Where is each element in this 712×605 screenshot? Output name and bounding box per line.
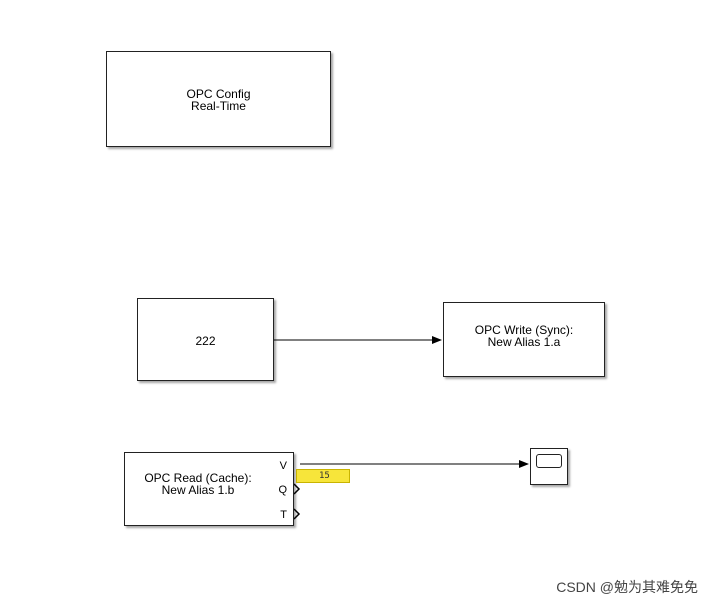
port-v-label: V xyxy=(279,460,287,472)
scope-block[interactable] xyxy=(530,448,568,485)
watermark: CSDN @勉为其难免免 xyxy=(556,579,698,595)
opc-write-block[interactable]: OPC Write (Sync):New Alias 1.a xyxy=(443,302,605,377)
signal-value-display: 15 xyxy=(296,469,350,483)
constant-value: 222 xyxy=(195,334,216,348)
scope-icon xyxy=(536,454,562,468)
port-t-label: T xyxy=(280,509,287,521)
port-q-label: Q xyxy=(278,484,287,496)
opc-read-label: OPC Read (Cache):New Alias 1.b xyxy=(144,471,252,497)
constant-block[interactable]: 222 xyxy=(137,298,274,381)
opc-read-block[interactable]: OPC Read (Cache):New Alias 1.b V Q T xyxy=(124,452,294,526)
port-q-chevron-icon xyxy=(293,483,301,495)
opc-write-label: OPC Write (Sync):New Alias 1.a xyxy=(474,323,574,349)
port-t-chevron-icon xyxy=(293,508,301,520)
